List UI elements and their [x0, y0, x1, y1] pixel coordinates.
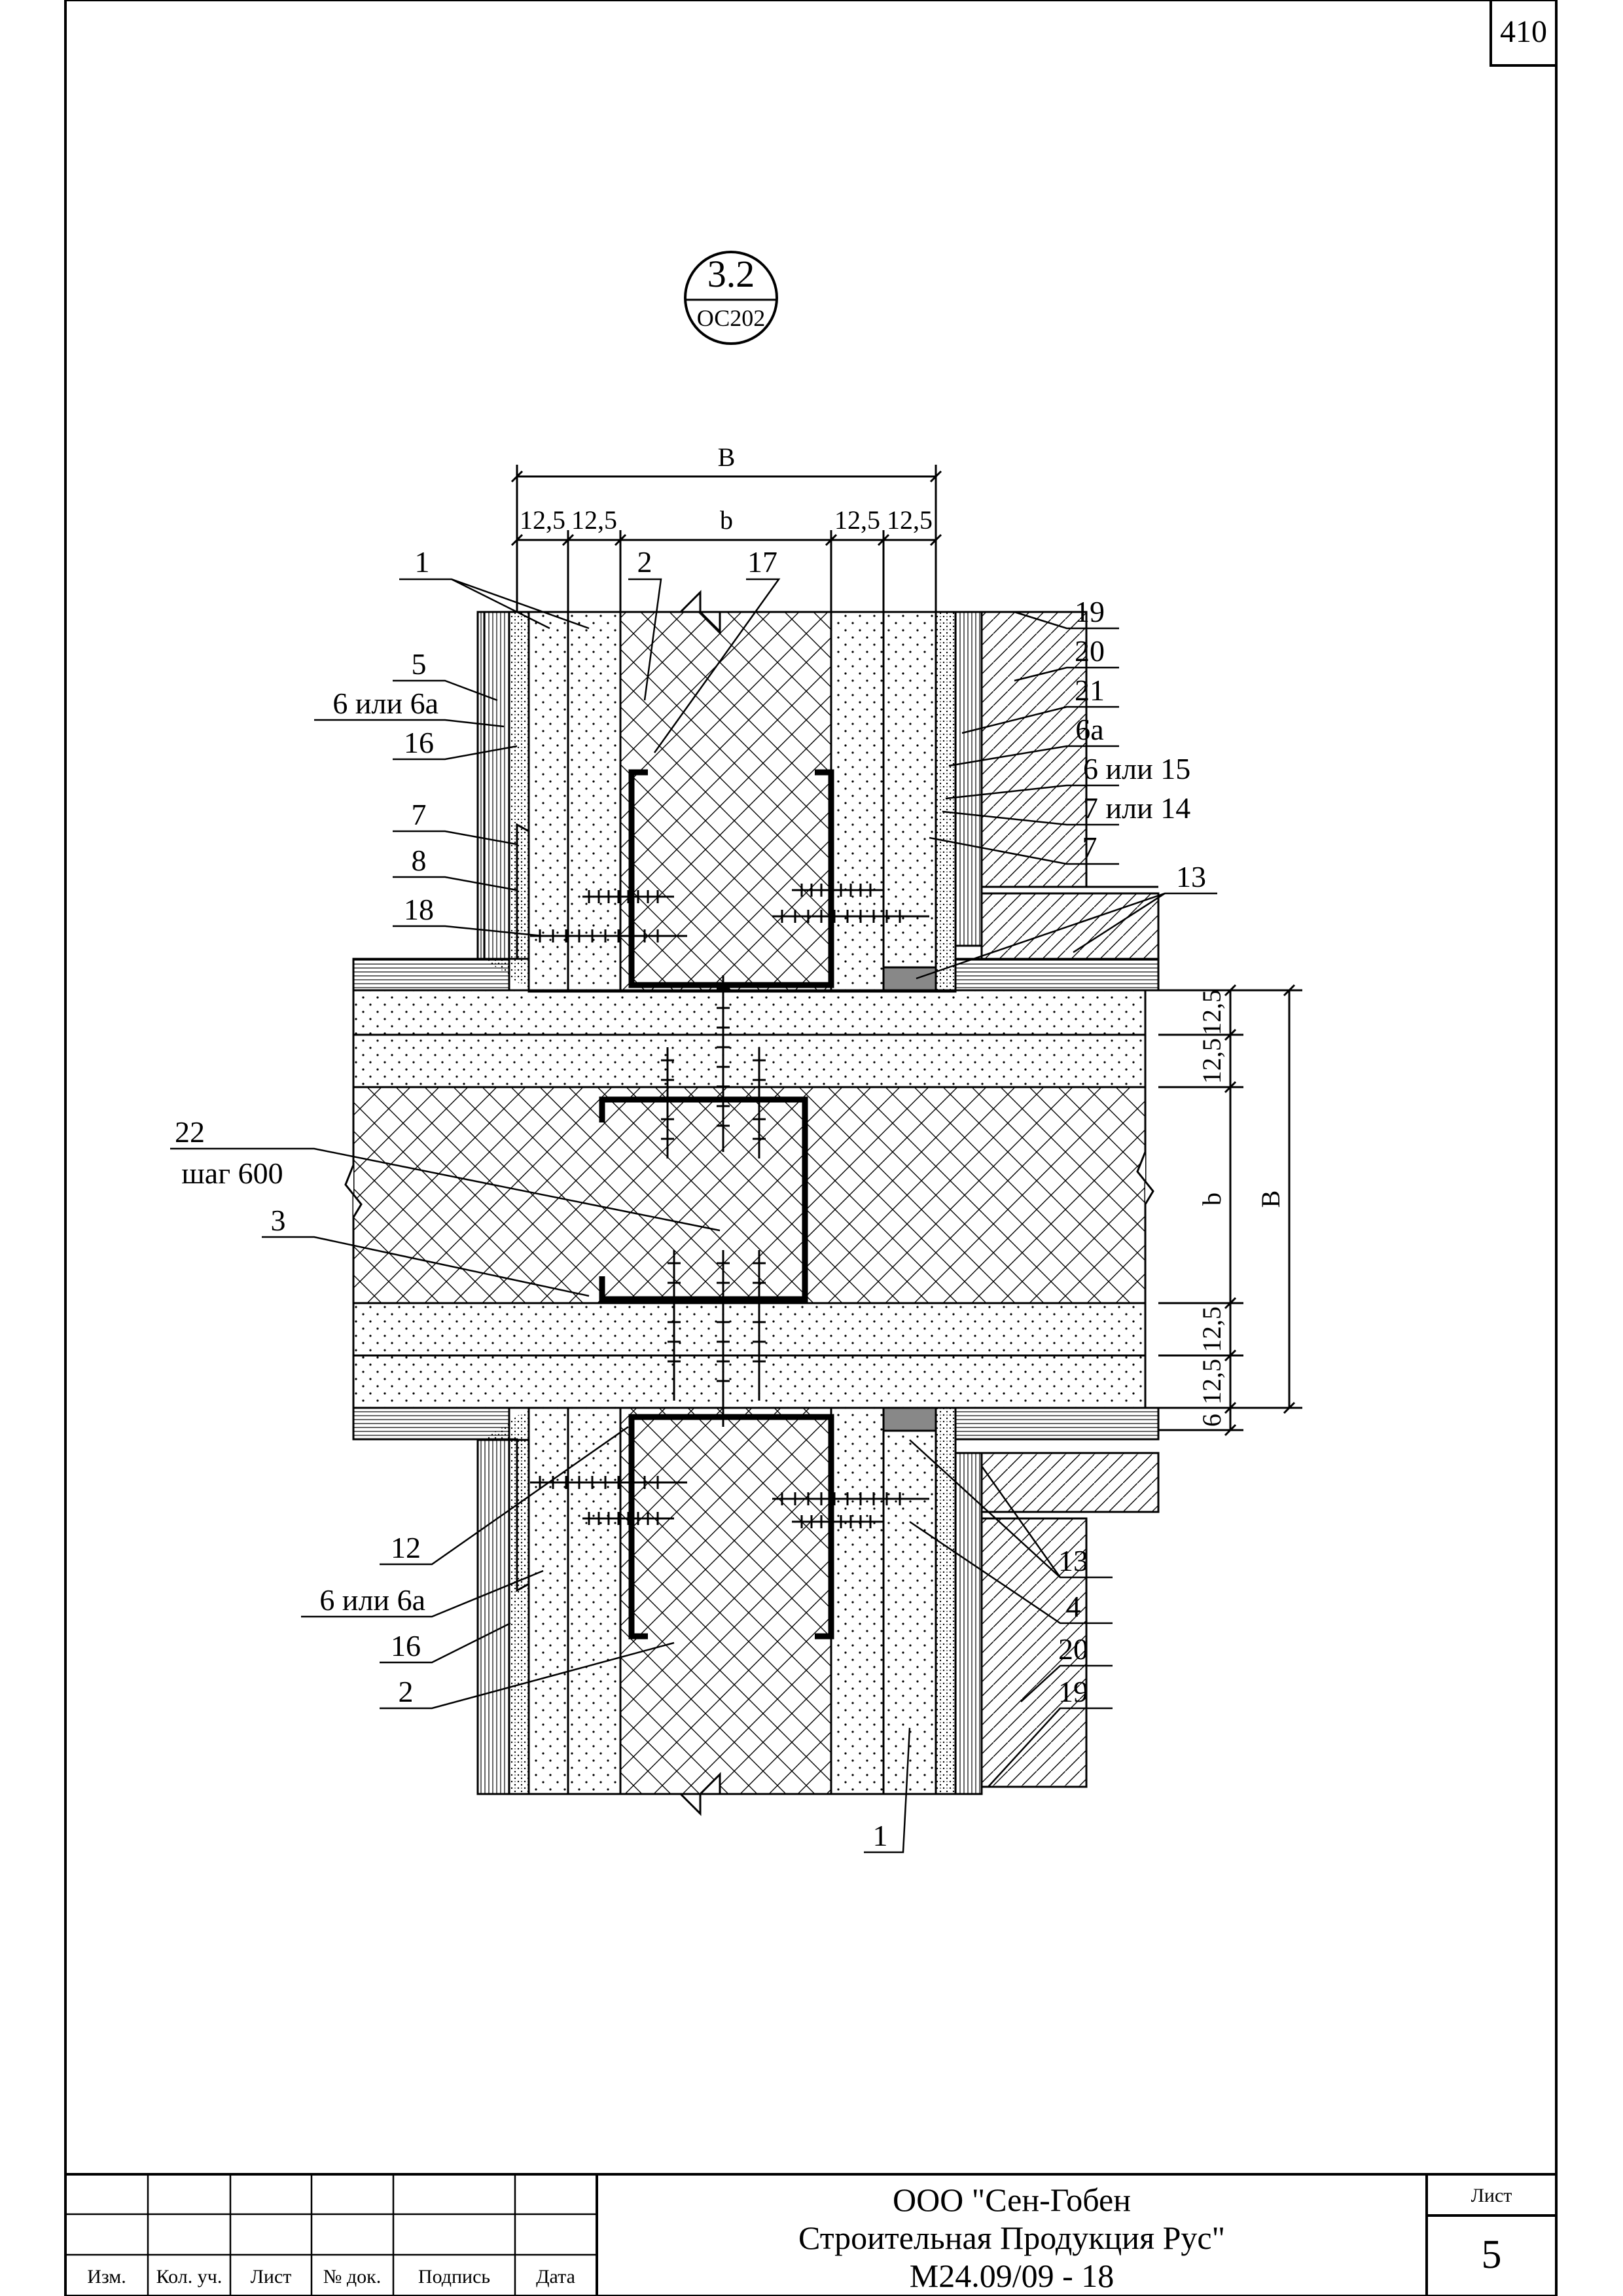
tb-col-kol-uch: Кол. уч. [156, 2266, 223, 2287]
callout-19-bottom: 19 [1058, 1675, 1088, 1708]
tb-col-list: Лист [251, 2266, 292, 2287]
callout-13-top: 13 [1176, 860, 1206, 893]
callout-22-step: шаг 600 [181, 1157, 283, 1190]
callout-1-bottom: 1 [873, 1819, 888, 1852]
callout-6a: 6а [1075, 713, 1103, 746]
dim-right-layer-1: 12,5 [1197, 990, 1226, 1035]
callout-18: 18 [404, 893, 434, 926]
tb-col-date: Дата [536, 2266, 575, 2287]
title-block [65, 2173, 1556, 2296]
callout-16-bottom: 16 [391, 1629, 421, 1662]
callout-17: 17 [747, 545, 777, 579]
callout-19-top: 19 [1075, 595, 1105, 628]
callout-7-or-14: 7 или 14 [1083, 791, 1190, 825]
dim-top-layer-4: 12,5 [887, 505, 933, 535]
detail-marker-bottom: ОС202 [697, 305, 765, 331]
callout-4: 4 [1066, 1590, 1081, 1623]
callout-20-bottom: 20 [1058, 1632, 1088, 1666]
bottom-wall [527, 1407, 937, 1816]
top-left-wall [352, 611, 530, 992]
top-stud-profile [628, 769, 834, 988]
callout-13-bottom: 13 [1058, 1544, 1088, 1577]
bottom-wall-insulation [619, 1407, 832, 1795]
callout-7-right: 7 [1082, 831, 1097, 864]
tb-col-izm: Изм. [87, 2266, 126, 2287]
dim-right-overall: В [1256, 1191, 1285, 1208]
callout-16-top: 16 [404, 726, 434, 759]
detail-marker: 3.2 ОС202 [684, 251, 778, 345]
dim-top-overall: В [718, 442, 736, 472]
callout-1-top: 1 [415, 545, 430, 579]
tb-doc-code: М24.09/09 - 18 [910, 2257, 1115, 2294]
horizontal-assembly [344, 975, 1154, 1427]
callout-22: 22 [175, 1115, 205, 1149]
dim-right-layer-3: 12,5 [1197, 1306, 1226, 1352]
callout-2-bottom: 2 [399, 1675, 414, 1708]
top-seal [882, 966, 937, 992]
dim-right-layer-4: 12,5 [1197, 1359, 1226, 1405]
top-right-wall [935, 611, 1160, 993]
tb-sheet-number: 5 [1482, 2233, 1502, 2277]
top-wall-board-r1 [830, 611, 885, 993]
callout-6-or-6a-top: 6 или 6а [332, 687, 438, 720]
frame-border [64, 0, 1558, 2296]
dim-right-layer-2: 12,5 [1197, 1038, 1226, 1084]
h-board-top-1 [352, 989, 1147, 1036]
top-wall [527, 590, 937, 993]
callout-20-top: 20 [1075, 634, 1105, 668]
callout-5: 5 [412, 647, 427, 681]
dim-top-layer-1: 12,5 [520, 505, 565, 535]
top-wall-insulation [619, 611, 832, 993]
callout-7-left: 7 [412, 798, 427, 831]
bottom-stud-profile [628, 1414, 834, 1640]
callout-2-top: 2 [637, 545, 652, 579]
right-dimensions [1158, 984, 1302, 1437]
dim-right-layer-5: 6 [1197, 1414, 1226, 1427]
tb-sheet-label: Лист [1471, 2185, 1512, 2206]
callout-6-or-15: 6 или 15 [1083, 752, 1190, 785]
detail-marker-top: 3.2 [707, 253, 755, 295]
dim-right-inner: b [1197, 1193, 1226, 1206]
tb-company-line1: ООО "Сен-Гобен [893, 2181, 1131, 2218]
corner-number-box [1489, 0, 1558, 67]
callout-3: 3 [271, 1204, 286, 1237]
dim-top-inner: b [720, 505, 733, 535]
leader-lines [170, 578, 1217, 1854]
h-board-bottom-1 [352, 1354, 1147, 1409]
tb-col-signature: Подпись [418, 2266, 490, 2287]
callout-6-or-6a-bottom: 6 или 6а [319, 1583, 425, 1617]
callout-8: 8 [412, 844, 427, 877]
corner-number: 410 [1500, 14, 1547, 49]
horizontal-profile [599, 1096, 808, 1302]
top-dimensions [510, 465, 942, 612]
bottom-right-wall [935, 1407, 1160, 1795]
tb-company-line2: Строительная Продукция Рус" [798, 2219, 1225, 2256]
dim-top-layer-2: 12,5 [571, 505, 617, 535]
tb-col-doc-no: № док. [323, 2266, 381, 2287]
callout-21: 21 [1075, 673, 1105, 707]
dim-top-layer-3: 12,5 [834, 505, 880, 535]
callout-12: 12 [391, 1531, 421, 1564]
